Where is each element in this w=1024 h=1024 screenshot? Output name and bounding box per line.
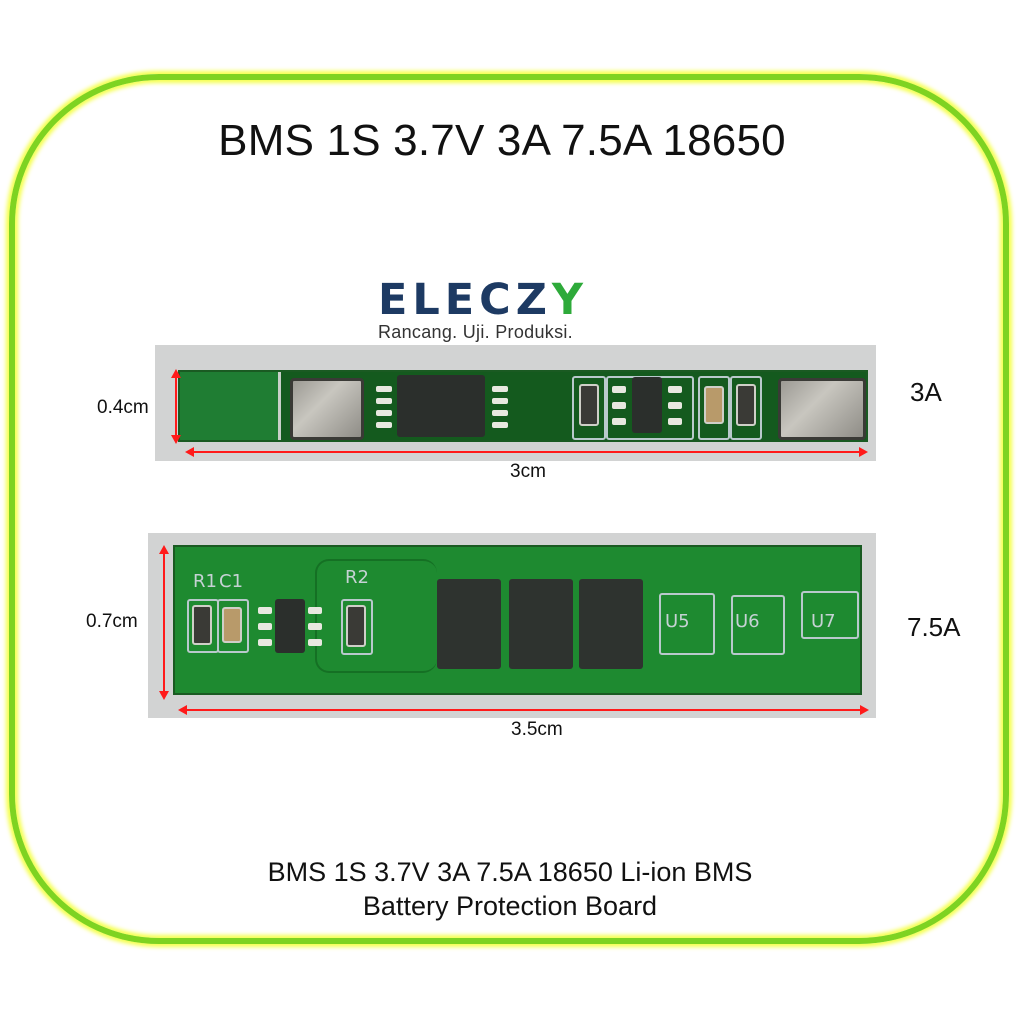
arrow-head-down <box>159 691 169 700</box>
ic-pin <box>376 410 392 416</box>
length-label-3a: 3cm <box>510 461 546 482</box>
silkscreen-outline-u6 <box>731 595 785 655</box>
ic-pin <box>376 422 392 428</box>
caption-line-2: Battery Protection Board <box>362 891 658 921</box>
pcb-3a <box>178 370 868 442</box>
ic-pin <box>258 607 272 614</box>
ic-pin <box>668 402 682 409</box>
ic-pin <box>668 386 682 393</box>
battery-contact-right <box>778 378 866 440</box>
mosfet-chip-2 <box>509 579 573 669</box>
rating-label-7-5a: 7.5A <box>907 612 961 642</box>
arrow-head-right <box>860 705 869 715</box>
resistor-r2 <box>346 605 366 647</box>
ic-pin <box>376 386 392 392</box>
logo-word-accent: Y <box>551 275 589 325</box>
silk-r2: R2 <box>345 567 369 588</box>
silkscreen-outline-u5 <box>659 593 715 655</box>
silkscreen-outline <box>730 376 762 440</box>
height-arrow <box>163 547 165 697</box>
silk-u6: U6 <box>735 611 760 632</box>
pcb-trace <box>315 559 437 673</box>
length-arrow <box>191 451 861 453</box>
silkscreen-outline <box>217 599 249 653</box>
silkscreen-outline-u7 <box>801 591 859 639</box>
page-title: BMS 1S 3.7V 3A 7.5A 18650 <box>218 116 786 165</box>
length-label-7-5a: 3.5cm <box>511 719 563 740</box>
mosfet-chip-1 <box>437 579 501 669</box>
ic-pin <box>492 422 508 428</box>
mosfet-chip <box>397 375 485 437</box>
mosfet-chip-3 <box>579 579 643 669</box>
ic-pin <box>308 623 322 630</box>
height-arrow <box>175 371 177 441</box>
board-photo-3a <box>155 345 876 461</box>
resistor <box>579 384 599 426</box>
ic-pin <box>308 639 322 646</box>
ic-pin <box>258 639 272 646</box>
ic-pin <box>668 418 682 425</box>
ic-pin <box>612 386 626 393</box>
arrow-head-right <box>859 447 868 457</box>
silkscreen-outline <box>341 599 373 655</box>
capacitor-c1 <box>222 607 242 643</box>
silkscreen-outline <box>698 376 730 440</box>
board-photo-7-5a: R1 C1 R2 U5 U6 U7 <box>148 533 876 718</box>
rounded-border-frame <box>9 74 1009 944</box>
silk-u5: U5 <box>665 611 690 632</box>
arrow-head-up <box>159 545 169 554</box>
capacitor <box>704 386 724 424</box>
pcb-7-5a: R1 C1 R2 U5 U6 U7 <box>173 545 862 695</box>
protection-ic-chip <box>632 377 662 433</box>
height-label-3a: 0.4cm <box>97 397 149 418</box>
ic-pin <box>492 410 508 416</box>
ic-pin <box>612 402 626 409</box>
blank-pad-area <box>180 372 281 440</box>
logo-word-main: ELECZ <box>378 275 552 325</box>
battery-contact-left <box>290 378 364 440</box>
rating-label-3a: 3A <box>910 377 942 407</box>
protection-ic-chip <box>275 599 305 653</box>
silk-r1: R1 <box>193 571 217 592</box>
silkscreen-outline <box>572 376 606 440</box>
silk-u7: U7 <box>811 611 836 632</box>
product-caption: BMS 1S 3.7V 3A 7.5A 18650 Li-ion BMS Bat… <box>0 855 1020 923</box>
ic-pin <box>376 398 392 404</box>
length-arrow <box>184 709 862 711</box>
resistor-r1 <box>192 605 212 645</box>
arrow-head-left <box>185 447 194 457</box>
ic-pin <box>258 623 272 630</box>
ic-pin <box>492 398 508 404</box>
logo-wordmark: ELECZY <box>378 278 618 322</box>
arrow-head-up <box>171 369 181 378</box>
silk-c1: C1 <box>219 571 244 592</box>
height-label-7-5a: 0.7cm <box>86 611 138 632</box>
caption-line-1: BMS 1S 3.7V 3A 7.5A 18650 Li-ion BMS <box>267 857 753 887</box>
ic-pin <box>612 418 626 425</box>
resistor <box>736 384 756 426</box>
ic-pin <box>492 386 508 392</box>
brand-logo: ELECZY Rancang. Uji. Produksi. <box>378 278 618 343</box>
ic-pin <box>308 607 322 614</box>
logo-tagline: Rancang. Uji. Produksi. <box>378 322 573 342</box>
arrow-head-down <box>171 435 181 444</box>
arrow-head-left <box>178 705 187 715</box>
